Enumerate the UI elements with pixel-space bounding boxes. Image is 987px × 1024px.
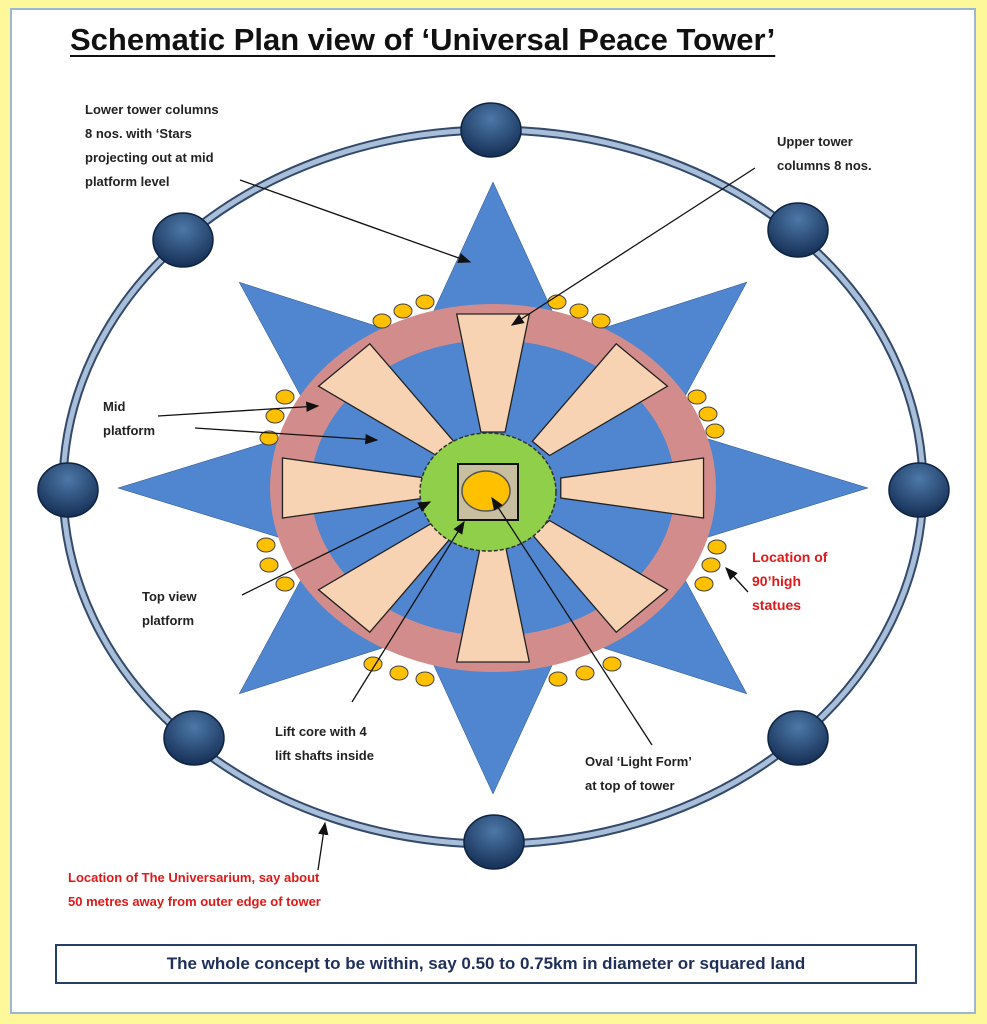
label-line: 8 nos. with ‘Stars xyxy=(85,126,192,141)
statue-location xyxy=(393,303,413,319)
label-line: columns 8 nos. xyxy=(777,158,872,173)
label-line: statues xyxy=(752,597,802,613)
universarium-node xyxy=(460,102,522,158)
label-line: Upper tower xyxy=(777,134,853,149)
label-line: Lift core with 4 xyxy=(275,724,367,739)
label-line: at top of tower xyxy=(585,778,675,793)
statue-location xyxy=(547,294,567,310)
label-line: platform level xyxy=(85,174,170,189)
universarium-node xyxy=(767,202,829,258)
label-line: Location of The Universarium, say about xyxy=(68,870,320,885)
label-statues: Location of 90’high statues xyxy=(752,545,827,617)
universarium-node xyxy=(888,462,950,518)
universarium-node xyxy=(37,462,99,518)
label-line: Location of xyxy=(752,549,828,565)
statue-location xyxy=(705,423,725,439)
label-universarium: Location of The Universarium, say about … xyxy=(68,866,321,914)
upper-tower-column xyxy=(457,314,530,432)
statue-location xyxy=(256,537,276,553)
universarium-node xyxy=(463,814,525,870)
statue-location xyxy=(415,671,435,687)
statue-location xyxy=(575,665,595,681)
label-line: 90’high xyxy=(752,573,802,589)
statue-location xyxy=(415,294,435,310)
label-line: Mid xyxy=(103,399,126,414)
label-top-view-platform: Top view platform xyxy=(142,585,197,633)
label-line: Oval ‘Light Form’ xyxy=(585,754,692,769)
label-line: platform xyxy=(142,613,194,628)
statue-location xyxy=(275,389,295,405)
universarium-node xyxy=(163,710,225,766)
statue-location xyxy=(275,576,295,592)
upper-tower-column xyxy=(532,344,667,456)
universarium-node xyxy=(152,212,214,268)
label-line: lift shafts inside xyxy=(275,748,374,763)
label-light-form: Oval ‘Light Form’ at top of tower xyxy=(585,750,692,798)
label-line: projecting out at mid xyxy=(85,150,214,165)
statue-location xyxy=(259,430,279,446)
label-lower-tower-columns: Lower tower columns 8 nos. with ‘Stars p… xyxy=(85,98,219,194)
statue-location xyxy=(698,406,718,422)
statue-location xyxy=(372,313,392,329)
light-form-oval xyxy=(461,470,511,512)
statue-location xyxy=(389,665,409,681)
upper-tower-column xyxy=(561,458,704,518)
statue-location xyxy=(569,303,589,319)
concept-note: The whole concept to be within, say 0.50… xyxy=(55,944,917,984)
label-lift-core: Lift core with 4 lift shafts inside xyxy=(275,720,374,768)
statue-location xyxy=(687,389,707,405)
statue-location xyxy=(701,557,721,573)
statue-location xyxy=(265,408,285,424)
statue-location xyxy=(707,539,727,555)
label-line: Lower tower columns xyxy=(85,102,219,117)
statue-location xyxy=(591,313,611,329)
statue-location xyxy=(602,656,622,672)
label-line: Top view xyxy=(142,589,197,604)
label-line: 50 metres away from outer edge of tower xyxy=(68,894,321,909)
universarium-node xyxy=(767,710,829,766)
label-line: platform xyxy=(103,423,155,438)
label-upper-tower-columns: Upper tower columns 8 nos. xyxy=(777,130,872,178)
statue-location xyxy=(694,576,714,592)
statue-location xyxy=(259,557,279,573)
page-title: Schematic Plan view of ‘Universal Peace … xyxy=(70,22,776,57)
label-mid-platform: Mid platform xyxy=(103,395,155,443)
leader-lines xyxy=(157,167,756,871)
statue-location xyxy=(548,671,568,687)
